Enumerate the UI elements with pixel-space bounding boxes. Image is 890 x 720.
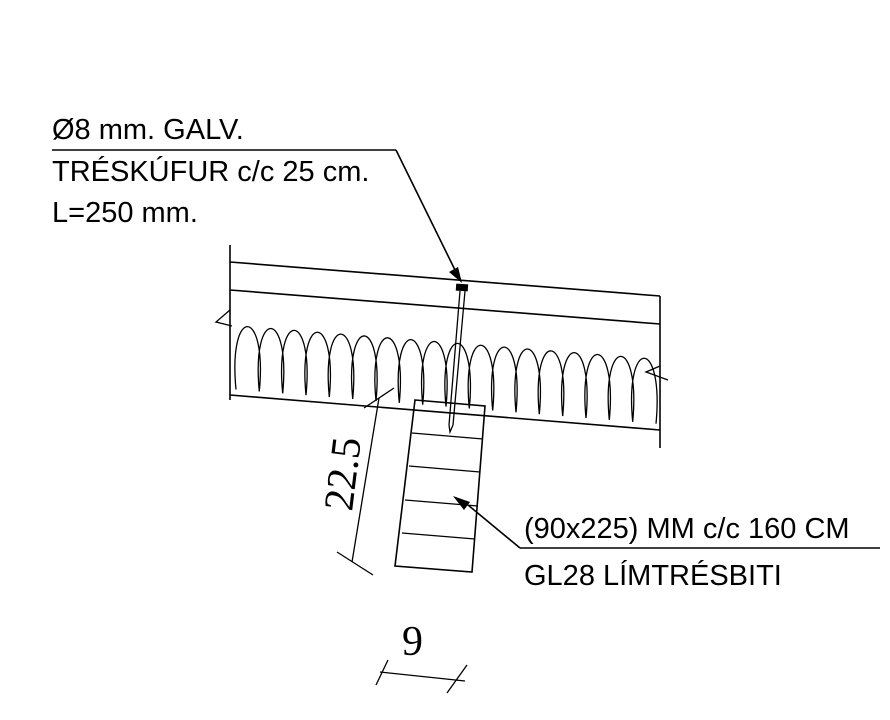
width-dimension bbox=[375, 659, 468, 694]
height-dimension bbox=[336, 387, 395, 576]
glulam-beam bbox=[394, 399, 486, 573]
galvanized-screw bbox=[448, 283, 469, 435]
height-dimension-text: 22.5 bbox=[316, 435, 371, 514]
insulation-layer bbox=[214, 245, 669, 448]
insulation-wave-pattern bbox=[234, 326, 658, 424]
roof-board-layer bbox=[229, 261, 661, 325]
screw-label-line2: TRÉSKÚFUR c/c 25 cm. bbox=[52, 155, 369, 188]
screw-label-line1: Ø8 mm. GALV. bbox=[52, 114, 244, 146]
beam-label-line2: GL28 LÍMTRÉSBITI bbox=[524, 559, 782, 592]
screw-label-line3: L=250 mm. bbox=[52, 197, 198, 229]
width-dimension-text: 9 bbox=[402, 619, 423, 665]
beam-label-line1: (90x225) MM c/c 160 CM bbox=[524, 513, 850, 545]
screw-leader bbox=[52, 149, 462, 283]
beam-leader bbox=[453, 496, 880, 549]
